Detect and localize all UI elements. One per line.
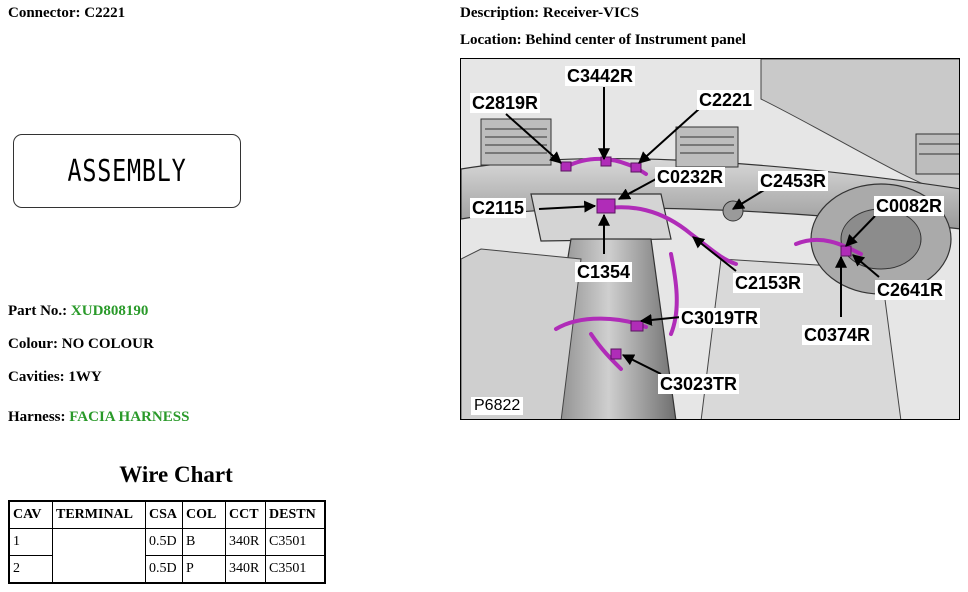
wire-chart-title: Wire Chart (119, 462, 233, 487)
table-row: 2 0.5D P 340R C3501 (8, 555, 326, 584)
cell-cav: 2 (8, 555, 53, 584)
col-destn: DESTN (265, 500, 326, 529)
col-cct: CCT (225, 500, 266, 529)
cavities: Cavities: 1WY (8, 369, 102, 385)
callout-c3019tr: C3019TR (679, 308, 761, 328)
harness: Harness: FACIA HARNESS (8, 409, 189, 426)
wire-chart-header-row: CAV TERMINAL CSA COL CCT DESTN (8, 500, 326, 529)
description-heading: Description: Receiver-VICS (460, 5, 639, 21)
col-terminal: TERMINAL (52, 500, 146, 529)
cell-terminal (52, 528, 146, 584)
part-number: Part No.: XUD808190 (8, 303, 148, 320)
callout-c2819r: C2819R (470, 93, 541, 113)
cell-col: P (182, 555, 226, 584)
part-number-link[interactable]: XUD808190 (70, 303, 149, 319)
cell-csa: 0.5D (145, 555, 183, 584)
col-col: COL (182, 500, 226, 529)
cell-csa: 0.5D (145, 528, 183, 556)
col-csa: CSA (145, 500, 183, 529)
figure-code: P6822 (471, 397, 524, 415)
callout-c3442r: C3442R (565, 66, 636, 86)
callout-c2115: C2115 (470, 198, 527, 218)
dashboard-illustration (461, 59, 959, 419)
callout-c3023tr: C3023TR (658, 374, 740, 394)
connector-heading: Connector: C2221 (8, 5, 126, 21)
connector-location-diagram: C3442R C2819R C2221 C0232R C2453R C2115 … (460, 58, 960, 420)
location-heading: Location: Behind center of Instrument pa… (460, 32, 746, 48)
callout-c2153r: C2153R (733, 273, 804, 293)
callout-c2221: C2221 (697, 90, 755, 110)
callout-c1354: C1354 (575, 262, 633, 282)
col-cav: CAV (8, 500, 53, 529)
table-row: 1 0.5D B 340R C3501 (8, 528, 326, 584)
assembly-box: ASSEMBLY (13, 134, 241, 208)
wire-chart-table: CAV TERMINAL CSA COL CCT DESTN 1 0.5D B … (8, 500, 326, 584)
cell-cav: 1 (8, 528, 53, 556)
harness-label: Harness: (8, 409, 66, 425)
assembly-label: ASSEMBLY (67, 153, 187, 189)
colour: Colour: NO COLOUR (8, 336, 154, 352)
callout-c2641r: C2641R (875, 280, 946, 300)
callout-c2453r: C2453R (758, 171, 829, 191)
callout-c0232r: C0232R (655, 167, 726, 187)
cell-destn: C3501 (265, 555, 326, 584)
harness-link[interactable]: FACIA HARNESS (69, 409, 190, 425)
cell-cct: 340R (225, 528, 266, 556)
part-number-label: Part No.: (8, 303, 68, 319)
cell-destn: C3501 (265, 528, 326, 556)
callout-c0082r: C0082R (874, 196, 945, 216)
cell-cct: 340R (225, 555, 266, 584)
callout-c0374r: C0374R (802, 325, 873, 345)
cell-col: B (182, 528, 226, 556)
